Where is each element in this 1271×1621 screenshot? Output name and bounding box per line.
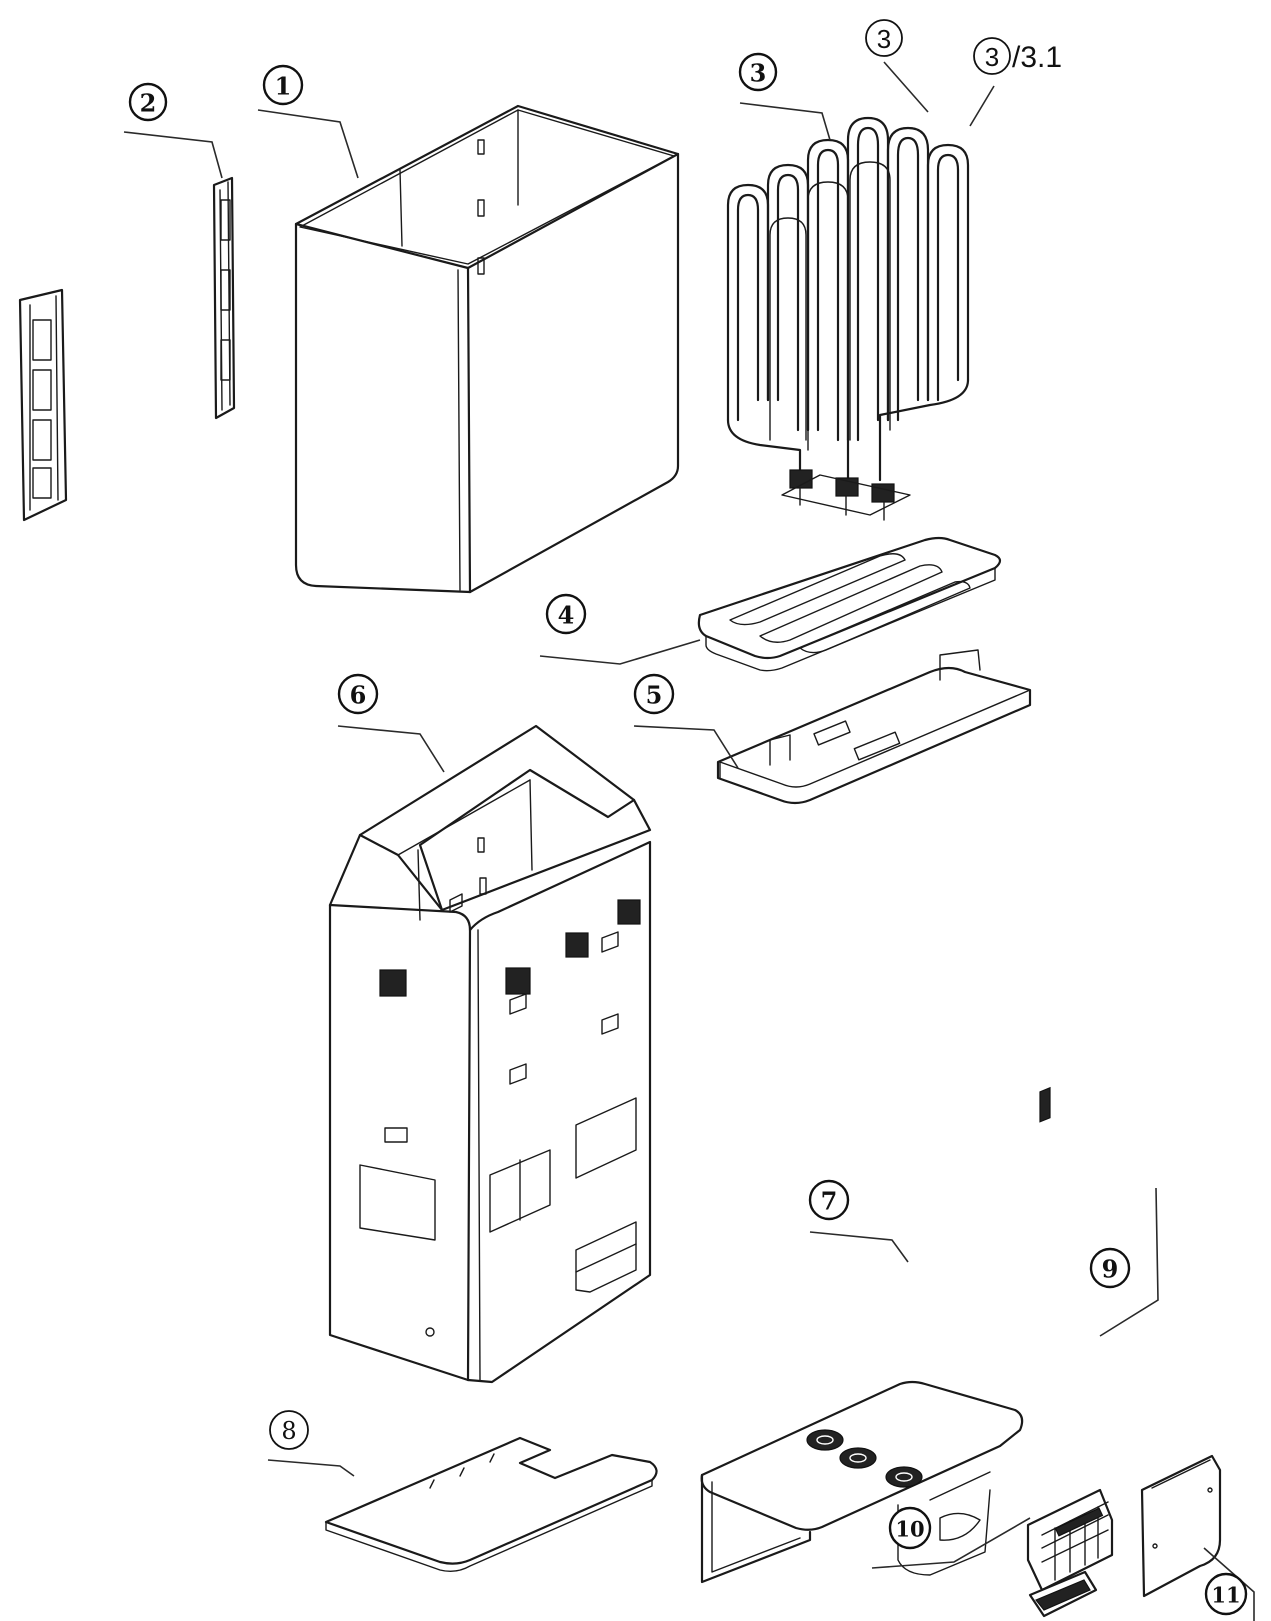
callout-10-label: 10 (895, 1517, 924, 1542)
callout-3c-label: 3 (985, 42, 999, 72)
callout-6: 6 (337, 673, 379, 715)
leader-11 (1203, 1547, 1255, 1621)
part-3-heating-elements (726, 116, 970, 521)
leader-9 (1099, 1187, 1159, 1337)
callout-4-label: 4 (558, 601, 575, 630)
callout-2: 2 (128, 82, 168, 122)
part-6-main-frame (328, 724, 652, 1384)
callout-9: 9 (1089, 1247, 1131, 1289)
callout-5-label: 5 (646, 681, 663, 710)
part-4-heating-plate (697, 536, 1002, 672)
callout-11: 11 (1204, 1572, 1248, 1616)
part-10-relay (1028, 1570, 1098, 1618)
part-2-side-bracket-far (18, 288, 68, 522)
callout-3c: 3 /3.1 (973, 37, 1062, 75)
part-11-side-cover (1140, 1454, 1222, 1598)
callout-5: 5 (633, 673, 675, 715)
leader-7 (809, 1231, 909, 1263)
callout-7-label: 7 (821, 1187, 838, 1216)
callout-2-label: 2 (140, 89, 157, 118)
leader-5 (633, 725, 739, 769)
callout-6-label: 6 (350, 681, 367, 710)
callout-9-label: 9 (1102, 1255, 1119, 1284)
part-1-outer-casing (294, 104, 680, 594)
callout-11-label: 11 (1211, 1583, 1240, 1608)
callout-4: 4 (545, 593, 587, 635)
leader-10 (871, 1517, 1031, 1569)
leader-3a (739, 102, 831, 141)
callout-3b-label: 3 (877, 24, 891, 54)
callout-8-label: 8 (281, 1417, 296, 1445)
leader-6 (337, 725, 445, 773)
part-7-control-cover (700, 1380, 1024, 1584)
callout-3a: 3 (738, 52, 778, 92)
part-5-bottom-tray (716, 649, 1032, 805)
leader-3c (969, 85, 995, 127)
callout-1: 1 (262, 64, 304, 106)
callout-3c-suffix: /3.1 (1012, 41, 1062, 74)
leader-3b (883, 61, 929, 113)
callout-1-label: 1 (275, 72, 292, 101)
part-8-base-plate (324, 1436, 658, 1573)
part-9-terminal-block (1026, 1086, 1114, 1592)
leader-4 (539, 639, 701, 665)
leader-lines (123, 61, 1255, 1621)
leader-8 (267, 1459, 355, 1477)
leader-1 (257, 109, 359, 179)
callout-7: 7 (808, 1179, 850, 1221)
leader-2 (123, 131, 223, 179)
part-2-side-bracket-near (212, 176, 236, 420)
callout-3a-label: 3 (750, 59, 767, 88)
callout-3b: 3 (865, 19, 903, 57)
callout-10: 10 (888, 1506, 932, 1550)
callout-8: 8 (269, 1410, 309, 1450)
